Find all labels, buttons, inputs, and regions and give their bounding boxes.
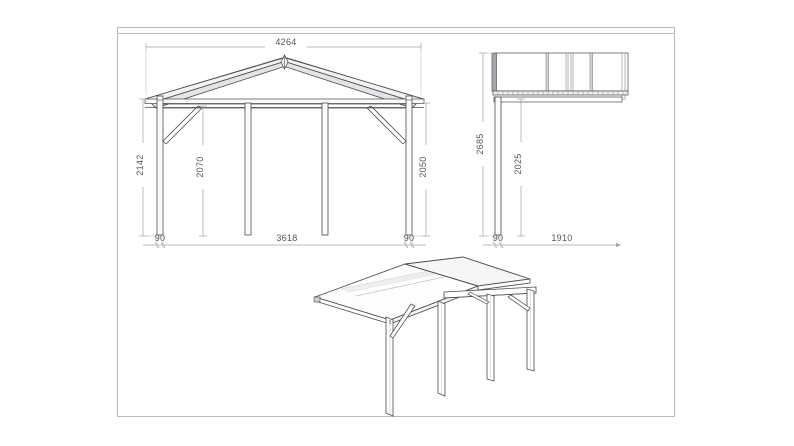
side-beam-lower xyxy=(493,96,623,103)
front-roof-assembly xyxy=(144,54,425,109)
side-gable-board xyxy=(491,52,497,92)
front-elevation-view: 4264 xyxy=(135,37,431,249)
iso-fascia-rear xyxy=(477,278,531,291)
front-diagonal-braces xyxy=(162,105,407,145)
dim-label-4264: 4264 xyxy=(275,37,296,47)
dim-label-90-side: 90 xyxy=(493,233,504,243)
dimension-bottom-side: 90 1910 xyxy=(483,232,621,249)
dim-label-2685: 2685 xyxy=(475,133,485,154)
iso-roof-front-seam-3 xyxy=(355,276,445,297)
brace-front-left-a xyxy=(162,105,199,142)
dimension-clear-height-inner-left: 2070 xyxy=(195,105,208,237)
side-elevation-view: 2685 2025 90 1910 xyxy=(475,52,629,249)
side-rafter-2 xyxy=(589,52,593,92)
brace-front-right-b xyxy=(366,107,404,145)
dim-label-2025: 2025 xyxy=(513,153,523,174)
dimension-post-height-left: 2142 xyxy=(135,98,157,237)
dimension-bottom-front: 90 3618 90 xyxy=(143,232,426,249)
iso-brace-2 xyxy=(507,294,531,312)
dimension-overall-width: 4264 xyxy=(145,37,422,95)
drawing-border xyxy=(117,27,675,417)
post-front-right xyxy=(405,95,413,236)
front-eave-beams xyxy=(144,98,425,108)
dim-label-2050: 2050 xyxy=(418,156,428,177)
side-roof-assembly xyxy=(491,52,629,100)
dim-label-90-front-right: 90 xyxy=(404,233,415,243)
side-rafter-1 xyxy=(545,52,549,92)
iso-posts xyxy=(385,288,535,417)
dimension-ridge-height: 2685 xyxy=(475,52,495,237)
dimension-eave-height: 2025 xyxy=(513,98,526,237)
dim-label-1910: 1910 xyxy=(551,233,572,243)
side-ridge-line-b xyxy=(570,52,574,92)
side-posts xyxy=(494,96,502,236)
iso-roof-front-shade xyxy=(341,271,436,292)
brace-front-right-a xyxy=(370,105,407,142)
post-side-left xyxy=(494,96,502,236)
post-front-left xyxy=(156,95,164,236)
iso-gable-detail-left xyxy=(313,296,321,303)
side-eave-beam xyxy=(492,90,629,103)
brace-front-left-b xyxy=(165,107,203,145)
post-front-inner-left xyxy=(244,102,252,236)
dim-label-2142: 2142 xyxy=(135,154,145,175)
iso-brace-1 xyxy=(389,303,416,339)
iso-post-1 xyxy=(385,316,394,417)
isometric-view xyxy=(313,256,537,417)
side-purlin xyxy=(492,90,629,96)
post-front-inner-right xyxy=(321,102,329,236)
iso-brace-3 xyxy=(467,291,490,305)
side-right-edge-post xyxy=(621,52,626,100)
dimension-post-height-right: 2050 xyxy=(412,102,431,237)
eave-beam-top xyxy=(144,98,425,104)
dim-label-3618: 3618 xyxy=(276,233,297,243)
side-roof-outline xyxy=(494,52,629,92)
iso-braces xyxy=(389,291,531,339)
side-ridge-line-a xyxy=(565,52,569,92)
dim-label-90-front-left: 90 xyxy=(155,233,166,243)
iso-roof-ridge-line xyxy=(404,263,479,287)
dim-label-2070: 2070 xyxy=(195,156,205,177)
front-posts xyxy=(156,95,413,236)
